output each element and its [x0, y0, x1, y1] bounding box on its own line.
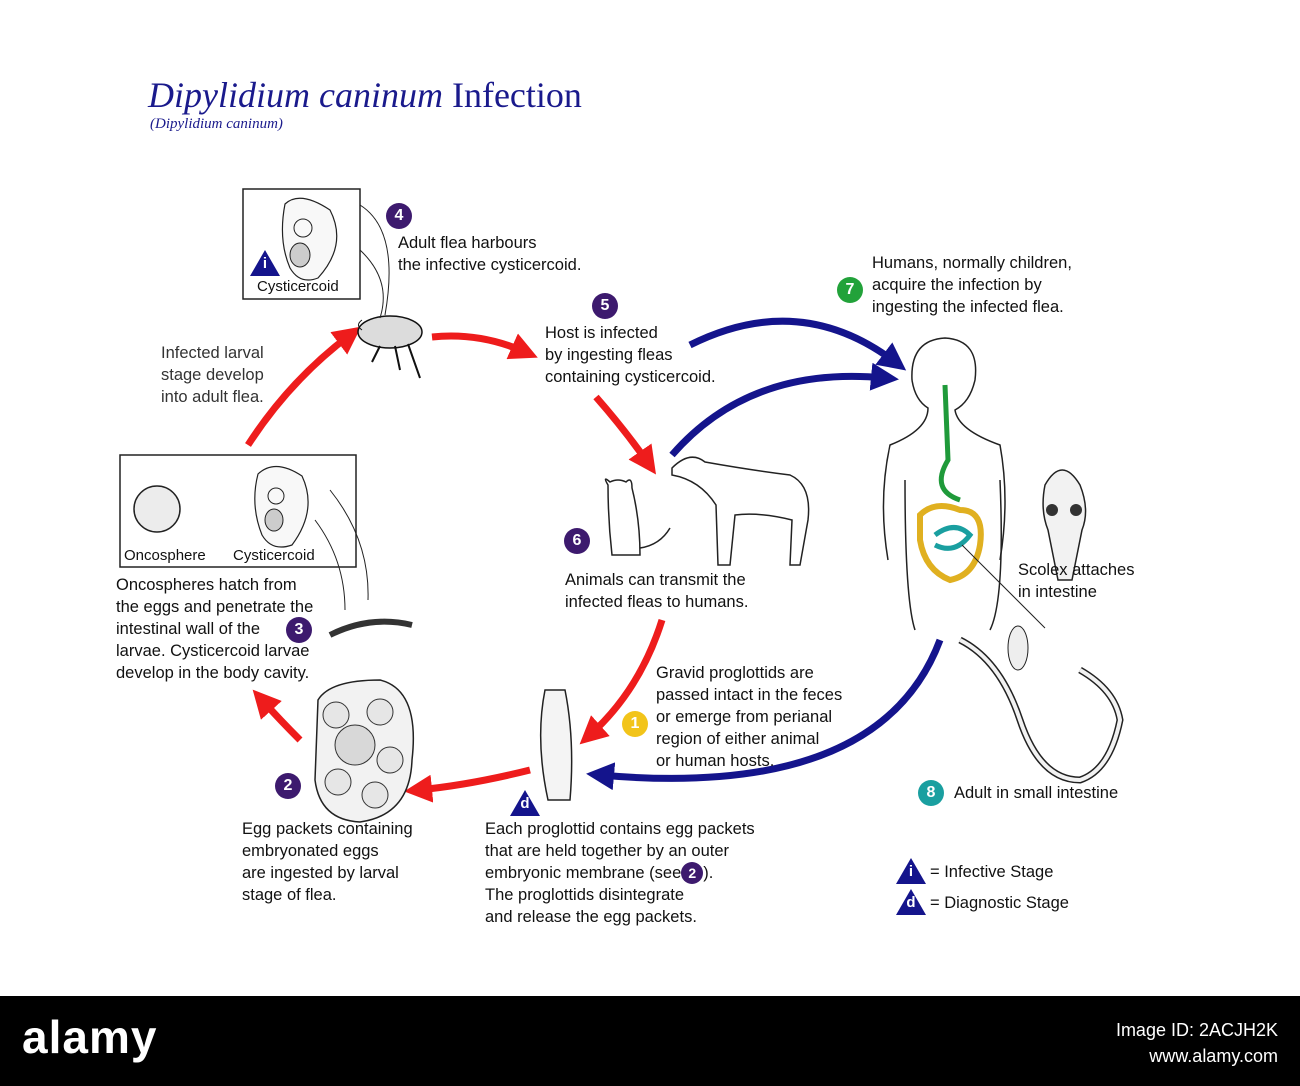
legend-diagnostic-icon	[896, 889, 926, 915]
legend-infective-text: = Infective Stage	[930, 863, 1054, 881]
human-drawing	[882, 337, 1046, 631]
flea-drawing	[357, 204, 423, 379]
step-1-badge: 1	[622, 711, 648, 737]
infective-stage-triangle	[250, 250, 280, 276]
image-id: Image ID: 2ACJH2K	[1115, 1020, 1278, 1040]
arrow-host-to-animals	[593, 394, 657, 475]
see-step-2-badge: 2	[681, 862, 704, 884]
arrow-eggs-to-larva	[252, 689, 303, 743]
arrow-animals-to-human	[669, 362, 899, 458]
infective-letter: i	[262, 255, 268, 272]
legend-diagnostic-letter: d	[906, 894, 916, 911]
diagnostic-stage-triangle	[510, 790, 540, 816]
step-6-badge: 6	[564, 528, 590, 554]
scolex-drawing	[1042, 469, 1087, 581]
cat-drawing	[604, 478, 671, 556]
diagram-subtitle: (Dipylidium caninum)	[150, 116, 283, 132]
proglottid-note: Each proglottid contains egg packets tha…	[485, 820, 755, 926]
legend-diagnostic-text: = Diagnostic Stage	[930, 894, 1069, 912]
step-7-text: Humans, normally children,acquire the in…	[872, 254, 1072, 316]
egg-packet-drawing	[314, 679, 415, 823]
arrow-proglottid-to-eggs	[404, 766, 531, 803]
watermark-bar	[0, 996, 1300, 1086]
cysticercoid-label-mid: Cysticercoid	[233, 547, 315, 564]
step-2-badge: 2	[275, 773, 301, 799]
step-8-text: Adult in small intestine	[954, 784, 1119, 802]
oncosphere-label: Oncosphere	[124, 547, 206, 564]
legend-infective-icon	[896, 858, 926, 884]
cysticercoid-label-top: Cysticercoid	[257, 278, 339, 295]
arrow-human-to-proglottid	[586, 638, 944, 791]
arrow-animals-to-proglottid	[579, 618, 666, 745]
arrow-flea-to-human	[688, 317, 907, 371]
diagnostic-letter: d	[520, 795, 530, 812]
arrow-larva-to-flea	[245, 326, 362, 447]
site-url: www.alamy.com	[1149, 1046, 1278, 1066]
proglottid-drawing	[539, 689, 573, 801]
larva-drawing	[328, 618, 413, 638]
arrow-flea-to-host	[431, 332, 538, 360]
step-5-badge: 5	[592, 293, 618, 319]
step-7-badge: 7	[837, 277, 863, 303]
step-8-badge: 8	[918, 780, 944, 806]
dog-drawing	[671, 456, 810, 566]
legend-infective-letter: i	[908, 863, 914, 880]
step-3-badge: 3	[286, 617, 312, 643]
alamy-logo: alamy	[22, 1011, 158, 1063]
diagram-title: Dipylidium caninum Infection	[148, 75, 582, 115]
step-4-badge: 4	[386, 203, 412, 229]
